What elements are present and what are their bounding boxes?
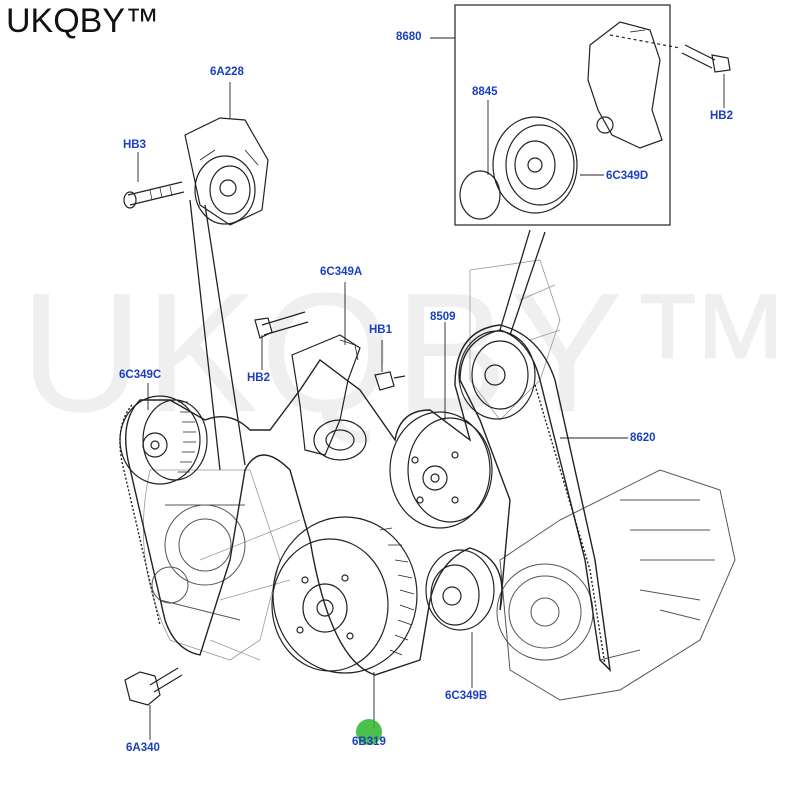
pulley-6C349B: [425, 549, 495, 631]
alternator: [151, 504, 246, 621]
callout-HB2-top[interactable]: HB2: [710, 110, 734, 122]
tensioner-6A228: [184, 117, 269, 226]
callout-6C349A[interactable]: 6C349A: [320, 266, 363, 278]
bolt-6A340: [124, 667, 183, 706]
callout-8845[interactable]: 8845: [472, 86, 498, 98]
drive-belt-upper: [189, 199, 546, 471]
callout-8620[interactable]: 8620: [630, 432, 656, 444]
bolt-HB1: [374, 371, 406, 391]
drive-belt-main: [119, 324, 611, 676]
pulley-8509: [389, 411, 493, 529]
callout-HB3[interactable]: HB3: [123, 139, 147, 151]
pulley-6C349C: [119, 395, 208, 485]
engine-block-outline: [142, 259, 561, 661]
callout-HB2-mid[interactable]: HB2: [247, 372, 271, 384]
callout-6A340[interactable]: 6A340: [126, 742, 160, 754]
callout-6A228[interactable]: 6A228: [210, 66, 244, 78]
bolt-HB2-mid: [254, 311, 309, 339]
crank-pulley-6B319: [271, 516, 418, 674]
callout-6B319[interactable]: 6B319: [352, 736, 386, 748]
ac-compressor: [496, 469, 736, 701]
leader-lines: [137, 37, 725, 740]
callout-6C349D[interactable]: 6C349D: [606, 170, 649, 182]
bolt-HB3: [123, 181, 185, 209]
callout-HB1[interactable]: HB1: [369, 324, 393, 336]
inset-box-8680: [454, 4, 731, 226]
callout-6C349C[interactable]: 6C349C: [119, 369, 162, 381]
tensioner-6C349A: [291, 334, 367, 461]
callout-6C349B[interactable]: 6C349B: [445, 690, 488, 702]
hotspot-marker[interactable]: [356, 719, 382, 745]
callout-8680[interactable]: 8680: [396, 31, 422, 43]
idler-pulley-upper-right: [458, 330, 536, 420]
brand-logo: UKQBY™: [6, 2, 160, 40]
callout-8509[interactable]: 8509: [430, 311, 456, 323]
